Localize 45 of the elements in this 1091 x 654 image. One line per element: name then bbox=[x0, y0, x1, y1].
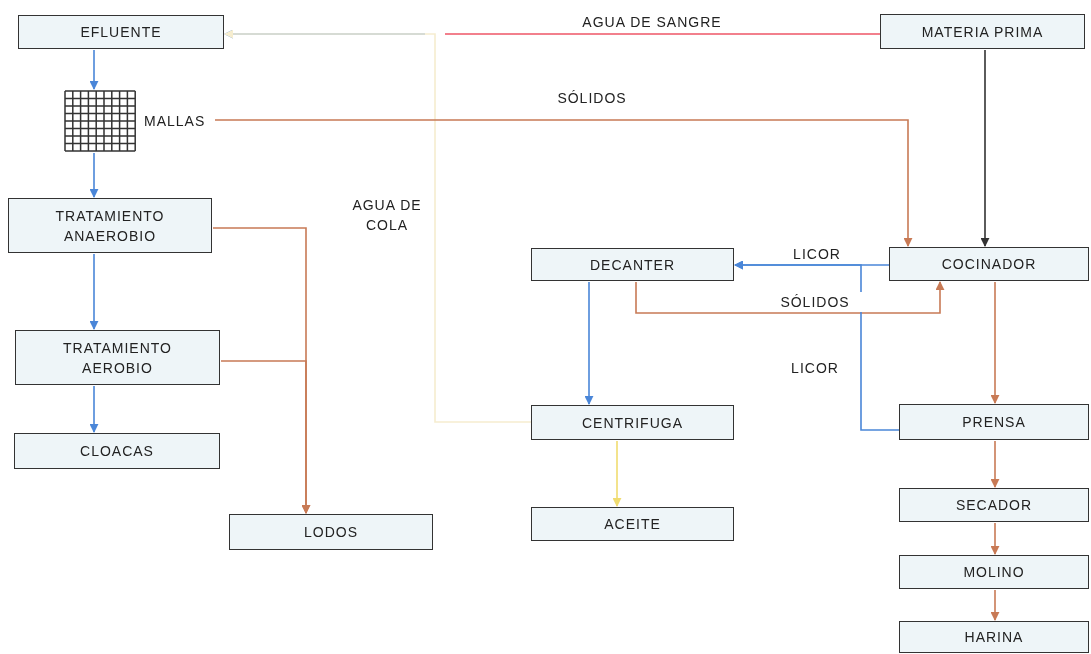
node-text: TRATAMIENTO AEROBIO bbox=[62, 338, 173, 378]
process-box bbox=[531, 507, 734, 541]
arrow bbox=[224, 29, 532, 423]
node-text: MOLINO bbox=[963, 563, 1025, 582]
process-box bbox=[899, 621, 1089, 653]
arrow bbox=[635, 281, 945, 314]
node-text: DECANTER bbox=[590, 255, 675, 275]
arrow bbox=[584, 281, 594, 405]
process-box bbox=[18, 15, 224, 49]
process-box bbox=[229, 514, 433, 550]
process-box bbox=[880, 14, 1085, 49]
arrow bbox=[990, 522, 1000, 555]
node-text: TRATAMIENTO ANAEROBIO bbox=[54, 206, 166, 246]
arrow bbox=[990, 589, 1000, 621]
process-box bbox=[899, 488, 1089, 522]
process-box bbox=[899, 404, 1089, 440]
node-text: CLOACAS bbox=[80, 442, 154, 461]
node-text: ACEITE bbox=[604, 515, 661, 534]
node-text: MATERIA PRIMA bbox=[921, 22, 1044, 42]
process-box bbox=[15, 330, 220, 385]
node-text: SECADOR bbox=[955, 496, 1033, 515]
node-text: COCINADOR bbox=[941, 255, 1037, 274]
arrow bbox=[89, 253, 99, 330]
process-box bbox=[14, 433, 220, 469]
node-text: CENTRIFUGA bbox=[582, 413, 683, 433]
process-box bbox=[531, 405, 734, 440]
process-box bbox=[889, 247, 1089, 281]
arrow bbox=[89, 385, 99, 433]
node-label: MALLAS bbox=[144, 112, 206, 131]
arrow bbox=[612, 440, 622, 507]
node-text: PRENSA bbox=[962, 413, 1026, 432]
arrow bbox=[980, 49, 990, 247]
arrow bbox=[214, 119, 913, 247]
process-box bbox=[8, 198, 212, 253]
node-text: HARINA bbox=[964, 628, 1024, 647]
arrow bbox=[990, 281, 1000, 404]
node-text: LODOS bbox=[304, 523, 358, 542]
process-box bbox=[531, 248, 734, 281]
arrow bbox=[734, 260, 900, 431]
arrow bbox=[990, 440, 1000, 488]
process-box bbox=[899, 555, 1089, 589]
arrow bbox=[89, 152, 99, 198]
arrow bbox=[220, 360, 311, 514]
arrow bbox=[89, 49, 99, 90]
node-text: EFLUENTE bbox=[80, 23, 162, 42]
